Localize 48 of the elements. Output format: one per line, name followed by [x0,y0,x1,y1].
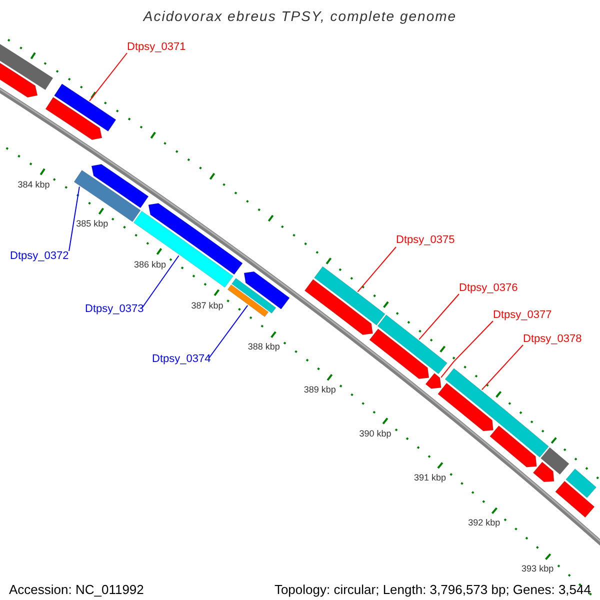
scale-label: 389 kbp [304,386,336,395]
gene-bar [45,97,102,140]
scale-label: 387 kbp [191,301,224,310]
gene-bar [490,425,537,468]
gene-bar [304,279,373,335]
scale-label: 384 kbp [18,180,50,190]
gene-bar [377,314,448,374]
gene-bar [444,368,549,458]
leader-line [68,186,80,252]
gene-label: Dtpsy_0378 [523,333,582,347]
gene-label: Dtpsy_0376 [459,282,518,296]
scale-label: 393 kbp [522,564,554,574]
gene-bar [244,271,290,310]
scale-label: 392 kbp [468,518,500,528]
gene-bar [438,382,494,432]
leader-line [142,255,180,308]
gene-label: Dtpsy_0377 [493,309,552,323]
gene-label: Dtpsy_0372 [10,250,69,264]
gene-label: Dtpsy_0371 [127,41,186,55]
leader-line [440,320,494,378]
scale-label: 391 kbp [414,473,446,482]
accession-text: Accession: NC_011992 [9,583,144,596]
gene-bar [555,480,595,518]
title: Acidovorax ebreus TPSY, complete genome [143,8,457,26]
gene-bar [425,372,442,389]
scale-label: 385 kbp [76,220,108,229]
gene-bar [369,328,430,380]
gene-bar [91,164,149,208]
gene-bar [532,462,554,482]
gene-bar [566,468,596,498]
gene-bar [314,266,386,326]
gene-label: Dtpsy_0373 [85,303,144,317]
scale-label: 390 kbp [359,429,392,438]
gene-bar [54,84,116,132]
gene-bar [232,278,276,314]
gene-bar [227,284,269,318]
leader-line [357,246,396,292]
scale-label: 388 kbp [248,342,280,352]
genome-info-text: Topology: circular; Length: 3,796,573 bp; Genes: 3,544 [274,583,591,596]
gene-label: Dtpsy_0375 [396,234,455,248]
leader-line [89,52,128,102]
gene-bar [540,447,570,475]
scale-label: 386 kbp [134,260,166,270]
leader-line [481,344,524,390]
gene-bar [133,210,234,288]
gene-label: Dtpsy_0374 [152,353,211,367]
gene-bar [148,203,243,275]
leader-line [208,304,248,358]
